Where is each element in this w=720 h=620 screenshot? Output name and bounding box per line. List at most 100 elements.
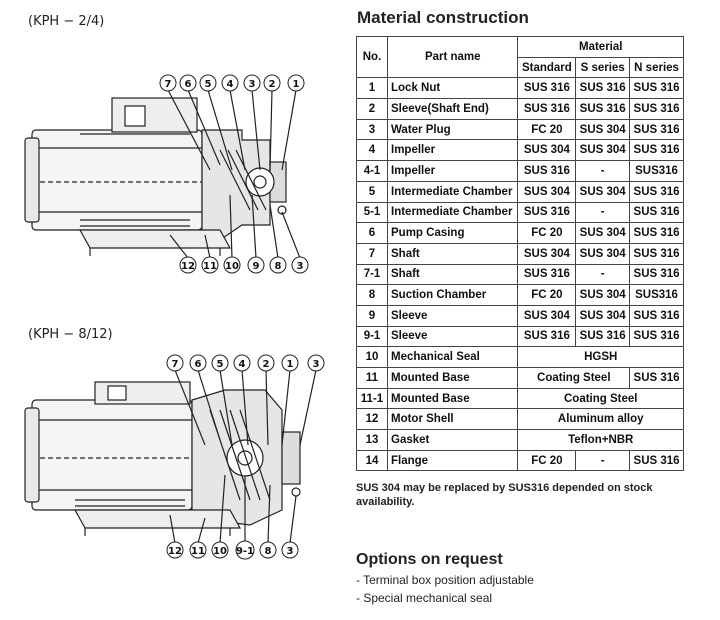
- cell-no: 2: [356, 98, 388, 120]
- options-title: Options on request: [356, 551, 503, 568]
- table-row: 13 Gasket Teflon+NBR: [356, 429, 684, 451]
- callout-7: 7: [172, 359, 179, 370]
- cell-no: 4-1: [356, 160, 388, 182]
- cell-no: 3: [356, 118, 388, 141]
- callout-circle: [291, 256, 309, 274]
- cell-no: 8: [356, 284, 388, 306]
- cell-part: Lock Nut: [386, 77, 519, 100]
- callout-circle: [223, 256, 241, 274]
- callout-3: 3: [297, 261, 304, 272]
- cell-standard: SUS 316: [517, 201, 577, 224]
- cell-no: 13: [356, 429, 388, 451]
- table-row: 14 Flange FC 20 - SUS 316: [356, 449, 684, 472]
- cell-n-series: SUS 316: [629, 449, 684, 472]
- table-row: 10 Mechanical Seal HGSH: [356, 346, 684, 368]
- cell-part: Motor Shell: [386, 408, 519, 431]
- cell-no: 5-1: [356, 201, 388, 224]
- cell-part: Shaft: [386, 242, 519, 265]
- cell-no: 4: [356, 139, 388, 162]
- cell-standard: SUS 316: [517, 325, 577, 348]
- pump-drawing-kph-2-4: 7 6 5 4 3 2 1 12 11 10 9 8 3: [24, 74, 309, 274]
- table-row: 11-1 Mounted Base Coating Steel: [356, 387, 684, 410]
- cell-no: 14: [356, 449, 388, 472]
- cell-n-series: SUS 316: [629, 367, 684, 389]
- callout-circle: [281, 354, 299, 372]
- callout-circle: [287, 74, 305, 92]
- callout-4: 4: [227, 79, 234, 90]
- cell-standard: SUS 316: [517, 77, 577, 100]
- cell-s-series: SUS 316: [575, 98, 631, 120]
- callout-circle: [235, 540, 255, 560]
- callout-circle: [263, 74, 281, 92]
- callout-2: 2: [263, 359, 270, 370]
- cell-n-series: SUS 316: [629, 304, 684, 327]
- callouts-top: 7 6 5 4 2 1 3: [166, 354, 325, 372]
- table-row: 9 Sleeve SUS 304 SUS 304 SUS 316: [356, 304, 684, 327]
- cell-part: Mechanical Seal: [386, 346, 519, 368]
- cell-part: Pump Casing: [386, 222, 519, 244]
- material-construction-title: Material construction: [357, 8, 529, 27]
- cell-material-all: Teflon+NBR: [517, 429, 684, 451]
- callout-3: 3: [249, 79, 256, 90]
- cell-no: 11-1: [356, 387, 388, 410]
- callout-10: 10: [213, 546, 227, 557]
- callout-11: 11: [191, 546, 205, 557]
- callout-6: 6: [195, 359, 202, 370]
- table-row: 7-1 Shaft SUS 316 - SUS 316: [356, 263, 684, 286]
- table-row: 5 Intermediate Chamber SUS 304 SUS 304 S…: [356, 180, 684, 203]
- cell-n-series: SUS 316: [629, 242, 684, 265]
- cell-part: Mounted Base: [386, 367, 519, 389]
- material-table: No. Part name Material Standard S series…: [356, 35, 684, 472]
- cell-s-series: SUS 316: [575, 77, 631, 100]
- callout-circle: [211, 354, 229, 372]
- table-row: 9-1 Sleeve SUS 316 SUS 316 SUS 316: [356, 325, 684, 348]
- cell-no: 12: [356, 408, 388, 431]
- table-row: 7 Shaft SUS 304 SUS 304 SUS 316: [356, 242, 684, 265]
- cell-n-series: SUS 316: [629, 325, 684, 348]
- header-no: No.: [356, 35, 388, 79]
- cell-s-series: SUS 304: [575, 139, 631, 162]
- callout-6: 6: [185, 79, 192, 90]
- cell-n-series: SUS316: [629, 160, 684, 182]
- option-item: - Terminal box position adjustable: [356, 573, 534, 587]
- cell-no: 1: [356, 77, 388, 100]
- cell-standard: FC 20: [517, 118, 577, 141]
- cell-standard: FC 20: [517, 284, 577, 306]
- callout-2: 2: [269, 79, 276, 90]
- model-label-kph-2-4: (KPH − 2/4): [28, 14, 105, 29]
- header-s-series: S series: [575, 56, 631, 79]
- callout-circle: [179, 256, 197, 274]
- cell-part: Intermediate Chamber: [386, 201, 519, 224]
- callout-circle: [259, 541, 277, 559]
- callouts-bottom: 12 11 10 9-1 8 3: [166, 540, 299, 560]
- cell-no: 9: [356, 304, 388, 327]
- callout-10: 10: [225, 261, 239, 272]
- callout-circle: [201, 256, 219, 274]
- cell-no: 7-1: [356, 263, 388, 286]
- cell-s-series: SUS 304: [575, 222, 631, 244]
- callout-circle: [269, 256, 287, 274]
- cell-part: Intermediate Chamber: [386, 180, 519, 203]
- table-row: 5-1 Intermediate Chamber SUS 316 - SUS 3…: [356, 201, 684, 224]
- table-row: 1 Lock Nut SUS 316 SUS 316 SUS 316: [356, 77, 684, 100]
- callout-circle: [166, 541, 184, 559]
- callout-8: 8: [275, 261, 282, 272]
- callout-11: 11: [203, 261, 217, 272]
- cell-part: Sleeve: [386, 304, 519, 327]
- cell-n-series: SUS 316: [629, 77, 684, 100]
- callout-9: 9: [253, 261, 260, 272]
- callout-circle: [307, 354, 325, 372]
- callout-9-1: 9-1: [236, 546, 254, 557]
- cell-n-series: SUS 316: [629, 139, 684, 162]
- cell-s-series: -: [575, 449, 631, 472]
- callout-5: 5: [217, 359, 224, 370]
- callout-circle: [243, 74, 261, 92]
- callout-circle: [257, 354, 275, 372]
- table-row: 6 Pump Casing FC 20 SUS 304 SUS 316: [356, 222, 684, 244]
- header-n-series: N series: [629, 56, 684, 79]
- cell-part: Water Plug: [386, 118, 519, 141]
- cell-n-series: SUS 316: [629, 222, 684, 244]
- cell-part: Gasket: [386, 429, 519, 451]
- cell-part: Shaft: [386, 263, 519, 286]
- material-note: SUS 304 may be replaced by SUS316 depend…: [356, 482, 653, 508]
